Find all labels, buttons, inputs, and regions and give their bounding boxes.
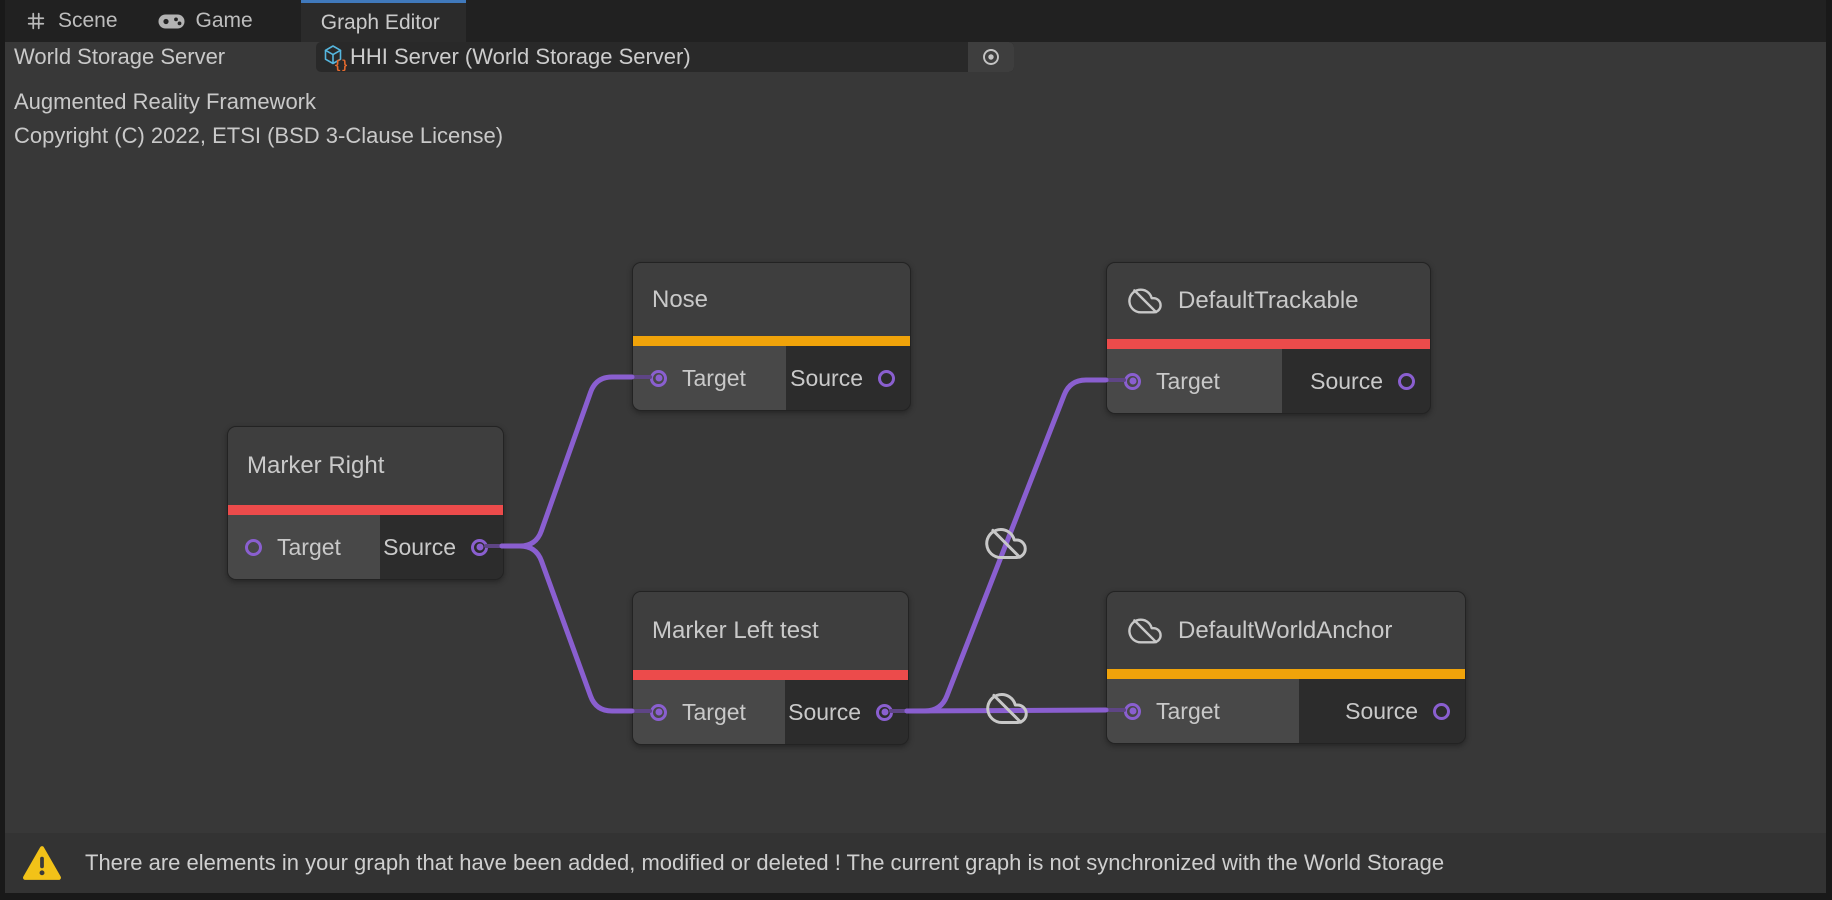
window-frame-left <box>0 0 5 900</box>
node-accent-bar <box>1107 339 1430 349</box>
status-bar: There are elements in your graph that ha… <box>5 833 1826 893</box>
cloud-off-icon <box>1126 614 1164 648</box>
tab-graph-editor[interactable]: Graph Editor <box>300 0 466 42</box>
node-ports-row: Target Source <box>228 515 503 579</box>
target-port-icon[interactable] <box>650 369 667 387</box>
node-ports-row: Target Source <box>1107 679 1465 743</box>
world-storage-object-field[interactable]: {} HHI Server (World Storage Server) <box>316 42 1014 72</box>
object-field-value: HHI Server (World Storage Server) <box>350 44 691 69</box>
target-port[interactable]: Target <box>633 680 785 744</box>
warning-triangle-icon <box>22 845 62 881</box>
node-title: Marker Left test <box>652 617 819 644</box>
source-port-icon[interactable] <box>1433 702 1450 720</box>
source-port[interactable]: Source <box>1299 679 1465 743</box>
target-port[interactable]: Target <box>228 515 380 579</box>
tab-label: Graph Editor <box>320 10 440 34</box>
svg-text:{}: {} <box>334 58 347 71</box>
gamepad-icon <box>158 13 185 30</box>
source-port[interactable]: Source <box>784 680 908 744</box>
window-frame-right <box>1826 0 1832 900</box>
node-ports-row: Target Source <box>1107 349 1430 413</box>
node-accent-bar <box>633 670 908 680</box>
source-port-icon[interactable] <box>878 369 895 387</box>
object-picker-icon <box>983 49 999 65</box>
tab-game[interactable]: Game <box>138 0 273 42</box>
tab-bar: Scene Game Graph Editor <box>5 0 1826 42</box>
node-ports-row: Target Source <box>633 680 908 744</box>
source-port[interactable]: Source <box>379 515 503 579</box>
node-ports-row: Target Source <box>633 346 910 410</box>
source-port-label: Source <box>383 533 456 560</box>
target-port[interactable]: Target <box>1107 349 1283 413</box>
source-port-label: Source <box>788 698 861 725</box>
tab-scene[interactable]: Scene <box>5 0 138 42</box>
source-port-icon[interactable] <box>876 703 893 721</box>
object-picker-button[interactable] <box>968 42 1014 72</box>
node-header: Nose <box>633 263 910 336</box>
node-title: Nose <box>652 285 709 313</box>
node-header: DefaultTrackable <box>1107 263 1430 339</box>
source-port-label: Source <box>790 364 863 391</box>
window-frame-bottom <box>0 893 1832 900</box>
world-storage-server-label: World Storage Server <box>14 44 226 69</box>
world-storage-cube-icon: {} <box>321 43 347 71</box>
target-port[interactable]: Target <box>633 346 786 410</box>
node-accent-bar <box>633 336 910 346</box>
source-port-icon[interactable] <box>1398 372 1415 390</box>
target-port-label: Target <box>277 533 341 560</box>
cloud-off-icon <box>1126 284 1164 318</box>
source-port-icon[interactable] <box>471 538 488 556</box>
node-accent-bar <box>228 505 503 515</box>
node-title: Marker Right <box>247 452 385 479</box>
grid-icon <box>25 10 47 32</box>
node-title: DefaultTrackable <box>1178 287 1359 314</box>
node-accent-bar <box>1107 669 1465 679</box>
source-port[interactable]: Source <box>785 346 910 410</box>
node-title: DefaultWorldAnchor <box>1178 616 1393 644</box>
framework-title: Augmented Reality Framework <box>14 89 317 114</box>
node-header: Marker Left test <box>633 592 908 670</box>
target-port-label: Target <box>682 364 746 391</box>
node-header: DefaultWorldAnchor <box>1107 592 1465 669</box>
tab-label: Scene <box>58 9 118 32</box>
target-port-icon[interactable] <box>1124 702 1141 720</box>
node-header: Marker Right <box>228 427 503 505</box>
target-port-label: Target <box>682 698 746 725</box>
target-port-label: Target <box>1156 697 1220 724</box>
target-port-label: Target <box>1156 367 1220 394</box>
source-port[interactable]: Source <box>1282 349 1430 413</box>
target-port-icon[interactable] <box>650 703 667 721</box>
target-port-icon[interactable] <box>1124 372 1141 390</box>
target-port-icon[interactable] <box>245 538 262 556</box>
target-port[interactable]: Target <box>1107 679 1300 743</box>
source-port-label: Source <box>1310 367 1383 394</box>
tab-label: Game <box>195 9 253 32</box>
source-port-label: Source <box>1345 697 1418 724</box>
warning-message: There are elements in your graph that ha… <box>85 850 1445 875</box>
copyright-line: Copyright (C) 2022, ETSI (BSD 3-Clause L… <box>14 123 504 148</box>
